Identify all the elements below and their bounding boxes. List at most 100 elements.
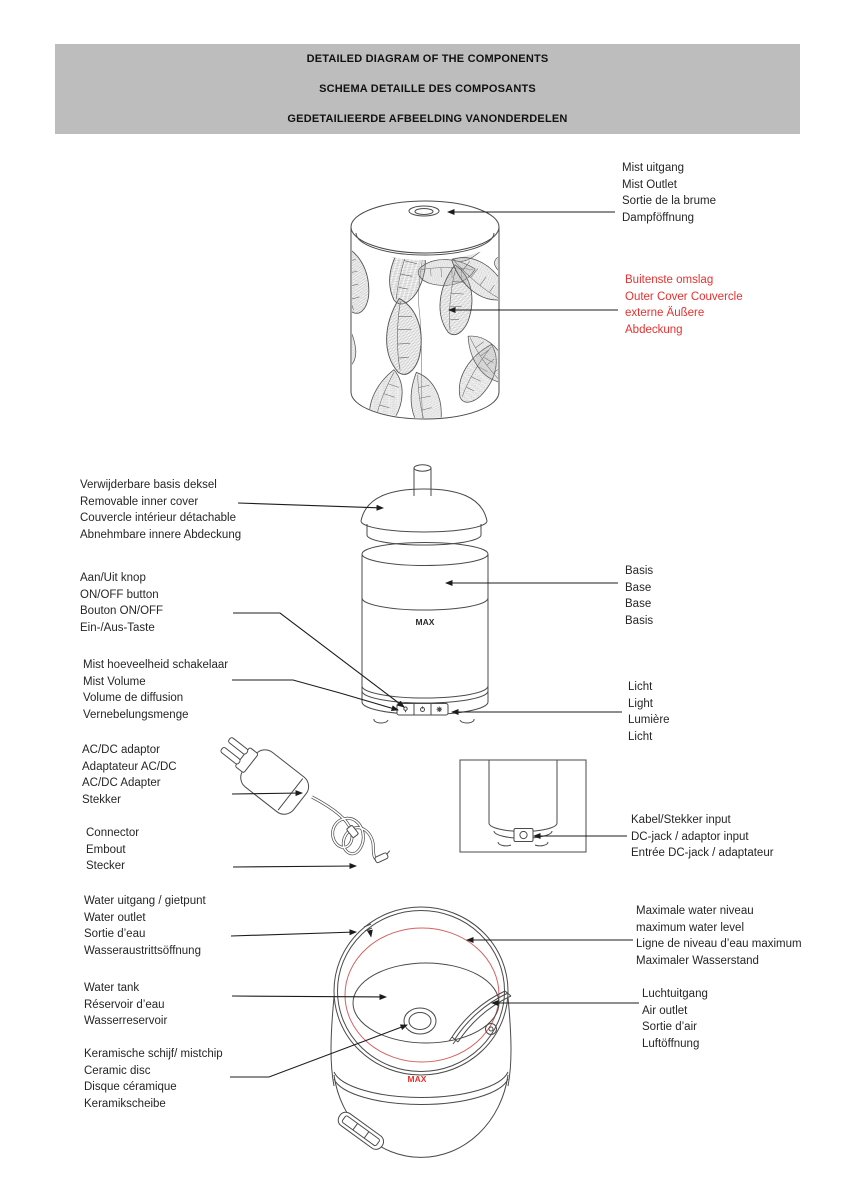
label-line: Keramikscheibe <box>84 1098 166 1111</box>
label-line: Water outlet <box>84 911 146 924</box>
label-line: Disque céramique <box>84 1081 177 1094</box>
base-body: MAX <box>361 542 489 724</box>
label-line: Aan/Uit knop <box>80 572 146 584</box>
tank-max-label: MAX <box>408 1074 427 1084</box>
arrow-inner-cover <box>237 502 384 511</box>
label-line: Vernebelungsmenge <box>83 709 189 722</box>
label-line: Connector <box>86 827 140 839</box>
leaf-pattern <box>352 236 498 418</box>
label-line: Ceramic disc <box>84 1064 151 1077</box>
arrow-water-tank <box>231 993 387 1000</box>
label-line: Dampföffnung <box>622 212 695 225</box>
pour-point-mark <box>363 923 373 938</box>
label-line: Outer Cover Couvercle <box>625 290 743 303</box>
side-button-slot <box>337 1111 385 1150</box>
label-line: Mist Outlet <box>622 178 677 191</box>
figure-dc-jack-inset <box>459 759 587 853</box>
cable-connector-tip <box>374 850 391 864</box>
label-line: Adaptateur AC/DC <box>82 760 177 773</box>
label-line: Wasserreservoir <box>84 1015 168 1028</box>
mist-button-icon <box>436 706 442 712</box>
label-line: Abdeckung <box>625 324 683 337</box>
label-line: Verwijderbare basis deksel <box>80 479 217 491</box>
label-line: DC-jack / adaptor input <box>631 830 749 843</box>
max-water-level-line <box>344 927 500 1063</box>
label-line: Sortie d’eau <box>84 928 146 941</box>
label-line: Embout <box>86 843 126 856</box>
label-line: Water uitgang / gietpunt <box>84 895 206 907</box>
label-line: Mist Volume <box>83 675 146 688</box>
label-line: Lumière <box>628 714 670 727</box>
label-line: Water tank <box>84 982 140 994</box>
label-line: Basis <box>625 565 654 577</box>
dc-jack-port <box>513 828 534 842</box>
label-line: Light <box>628 697 653 710</box>
label-line: Entrée DC-jack / adaptateur <box>631 847 774 860</box>
title-en: DETAILED DIAGRAM OF THE COMPONENTS <box>306 53 549 65</box>
figure-adapter <box>220 737 391 864</box>
label-line: Removable inner cover <box>80 495 199 508</box>
label-line: Ein-/Aus-Taste <box>80 622 155 635</box>
label-line: Buitenste omslag <box>625 274 714 286</box>
label-line: ON/OFF button <box>80 588 159 601</box>
arrow-adapter <box>231 790 303 797</box>
label-line: Luftöffnung <box>642 1038 700 1051</box>
title-fr: SCHEMA DETAILLE DES COMPOSANTS <box>319 83 536 95</box>
label-line: Licht <box>628 731 653 744</box>
arrow-water-outlet <box>230 929 357 937</box>
label-line: Keramische schijf/ mistchip <box>84 1048 223 1060</box>
arrow-on-off <box>233 612 405 708</box>
power-button-icon <box>420 706 425 712</box>
ceramic-disc <box>403 1007 437 1035</box>
mist-outlet-opening <box>408 205 440 217</box>
label-line: Sortie d’air <box>642 1021 697 1034</box>
arrow-ceramic-disc <box>230 1024 408 1078</box>
label-line: Maximale water niveau <box>636 905 754 917</box>
label-line: Ligne de niveau d’eau maximum <box>636 938 802 951</box>
label-line: Abnehmbare innere Abdeckung <box>80 529 242 542</box>
label-line: Maximaler Wasserstand <box>636 955 759 968</box>
label-line: Basis <box>625 615 654 628</box>
figure-water-tank: MAX <box>330 906 512 1158</box>
figure-outer-cover <box>350 200 500 420</box>
label-line: Licht <box>628 681 653 693</box>
label-line: Luchtuitgang <box>642 988 708 1000</box>
arrow-mist-volume <box>232 679 399 712</box>
adapter-cable <box>311 795 391 864</box>
label-line: Mist hoeveelheid schakelaar <box>83 659 229 671</box>
base-max-label: MAX <box>416 617 435 627</box>
label-line: Stecker <box>86 860 125 873</box>
label-line: Kabel/Stekker input <box>631 814 731 826</box>
label-line: externe Äußere <box>625 307 705 320</box>
label-line: Volume de diffusion <box>83 692 184 705</box>
label-line: AC/DC adaptor <box>82 744 160 756</box>
tank-clip-detail <box>485 1023 497 1035</box>
leader-arrows <box>230 209 639 1078</box>
label-line: Stekker <box>82 794 121 807</box>
label-line: Réservoir d’eau <box>84 998 165 1011</box>
label-line: Mist uitgang <box>622 162 685 174</box>
title-nl: GEDETAILIEERDE AFBEELDING VANONDERDELEN <box>287 113 568 125</box>
label-line: Sortie de la brume <box>622 195 716 208</box>
figure-inner-cover-base: MAX <box>360 464 489 724</box>
arrow-connector <box>232 863 357 870</box>
air-outlet-vane <box>448 990 512 1045</box>
label-line: Base <box>625 598 652 611</box>
